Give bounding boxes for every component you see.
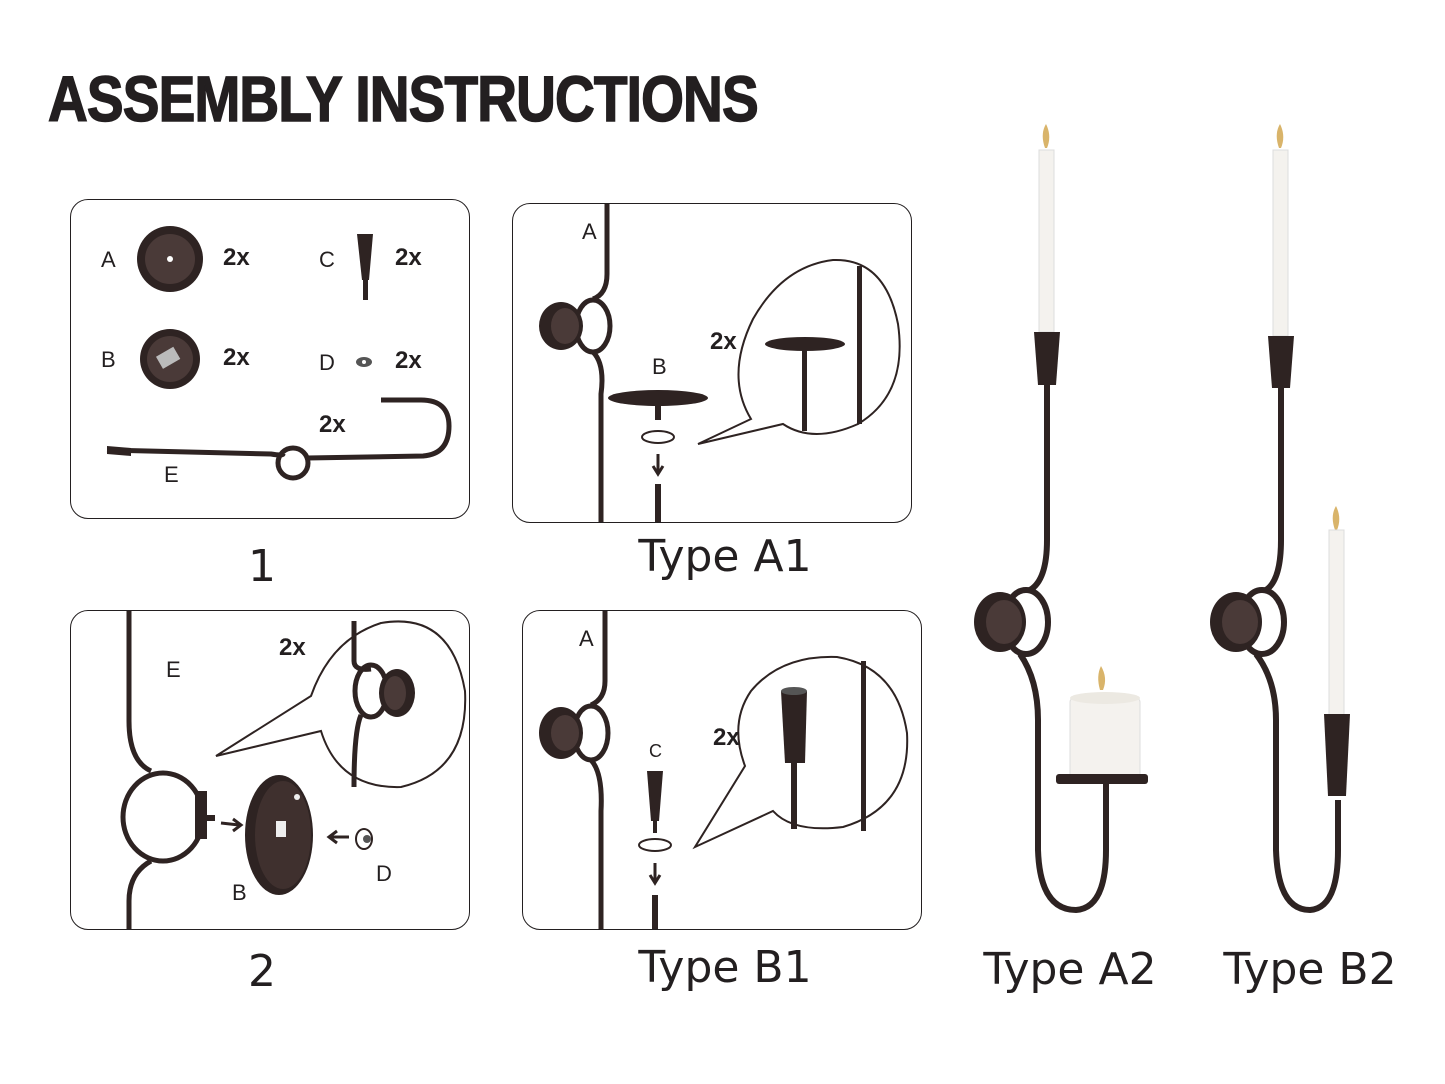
part-c-candle-cup-icon	[357, 234, 373, 300]
part-a-label: A	[101, 247, 116, 272]
a1-label-b: B	[652, 354, 667, 379]
panel-type-a1: A B 2x	[512, 203, 912, 523]
a1-qty: 2x	[710, 328, 737, 355]
part-b-wall-plate-icon	[140, 329, 200, 389]
part-a-qty: 2x	[223, 244, 250, 271]
part-b-label: B	[101, 347, 116, 372]
type-a2-illustration	[974, 124, 1148, 914]
caption-type-a1: Type A1	[638, 531, 812, 582]
b1-label-c: C	[649, 741, 662, 761]
type-b1-illustration	[539, 611, 909, 929]
step2-label-b: B	[232, 880, 247, 905]
part-d-label: D	[319, 350, 335, 375]
type-a1-illustration	[539, 204, 901, 522]
part-d-qty: 2x	[395, 347, 422, 374]
panel-parts: A 2x B 2x C 2x D 2x E 2x	[70, 199, 470, 519]
part-c-label: C	[319, 247, 335, 272]
a1-label-a: A	[582, 219, 597, 244]
step2-label-d: D	[376, 861, 392, 886]
caption-type-b2: Type B2	[1223, 944, 1397, 995]
caption-type-a2: Type A2	[983, 944, 1157, 995]
panel-step-2: E B D 2x	[70, 610, 470, 930]
step-2-illustration	[120, 611, 467, 929]
type-a2-figure	[960, 120, 1180, 930]
caption-step-1: 1	[248, 541, 276, 592]
b1-label-a: A	[579, 626, 594, 651]
part-d-nut-icon	[356, 357, 372, 367]
type-b2-figure	[1200, 120, 1420, 930]
type-b2-illustration	[1210, 124, 1350, 914]
part-b-qty: 2x	[223, 344, 250, 371]
step2-label-e: E	[166, 657, 181, 682]
part-a-drip-plate-icon	[137, 226, 203, 292]
part-e-qty: 2x	[319, 411, 346, 438]
part-e-arm-icon	[106, 397, 452, 481]
parts-illustration	[106, 226, 452, 481]
panel-type-b1: A C 2x	[522, 610, 922, 930]
page-title: ASSEMBLY INSTRUCTIONS	[47, 62, 759, 136]
caption-step-2: 2	[248, 946, 276, 997]
part-c-qty: 2x	[395, 244, 422, 271]
b1-qty: 2x	[713, 724, 740, 751]
part-e-label: E	[164, 462, 179, 487]
step2-qty: 2x	[279, 634, 306, 661]
caption-type-b1: Type B1	[638, 942, 812, 993]
